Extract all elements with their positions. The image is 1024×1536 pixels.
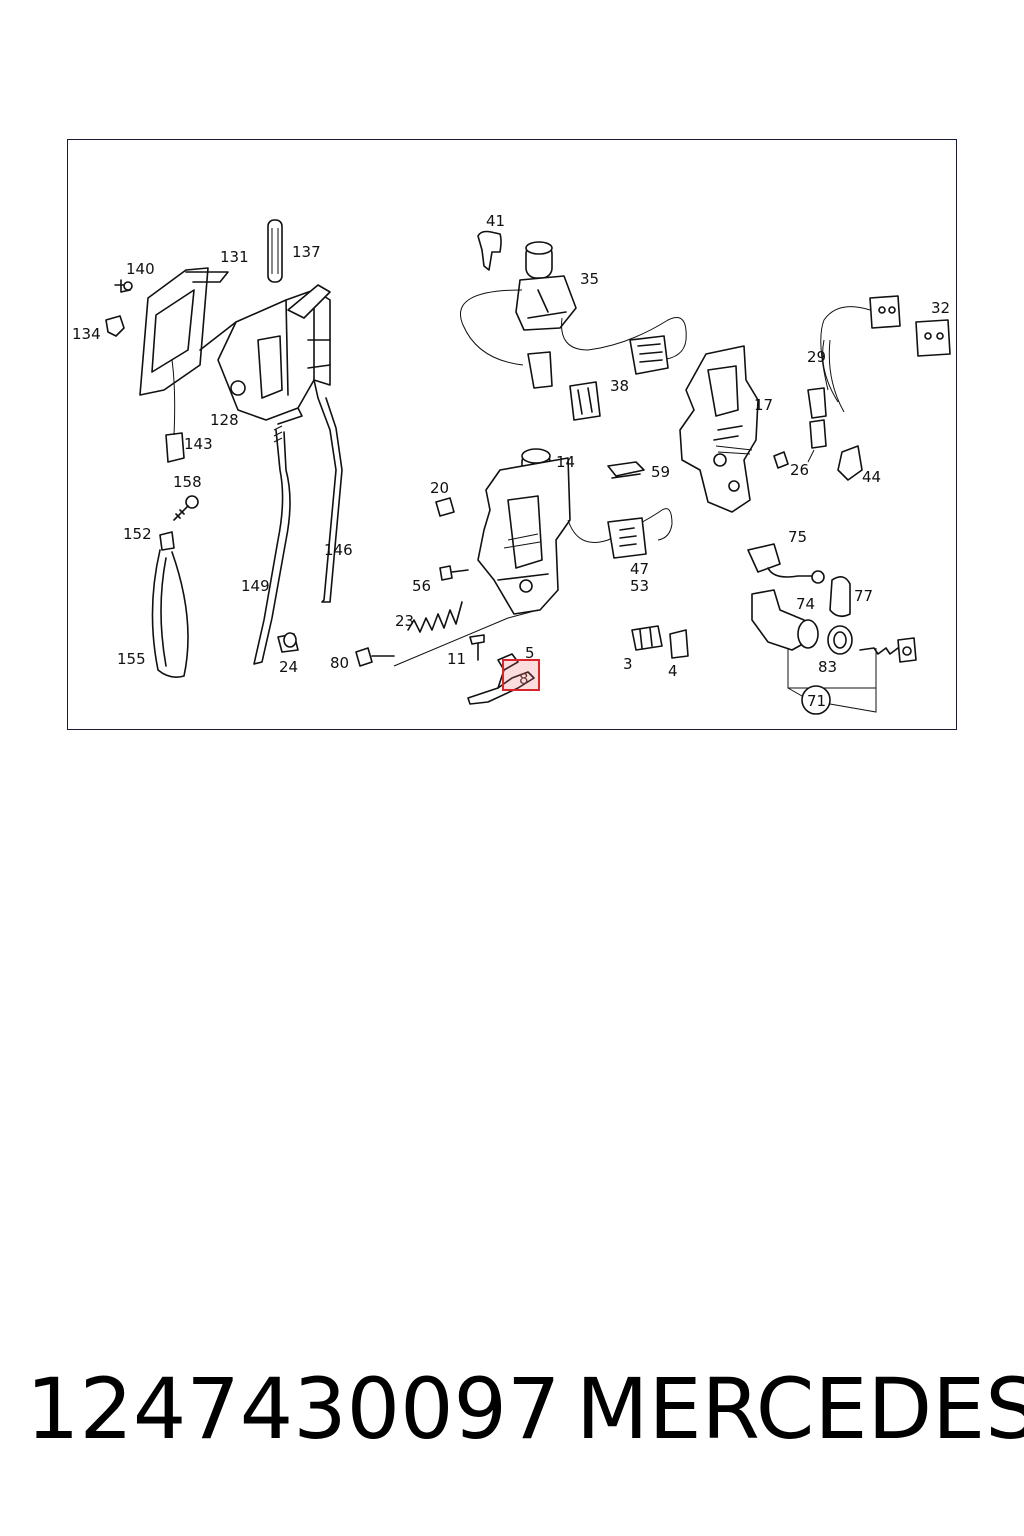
callout-128: 128	[210, 411, 239, 429]
lock-cylinder-set-71	[747, 543, 917, 715]
callout-77: 77	[854, 587, 873, 605]
callout-5: 5	[525, 644, 535, 662]
parts-diagram: 41 35 137 131 140 134 128 143 158 152 15…	[67, 139, 957, 730]
callout-labels: 41 35 137 131 140 134 128 143 158 152 15…	[72, 212, 950, 710]
part-number: 1247430097	[26, 1360, 561, 1458]
callout-44: 44	[862, 468, 881, 486]
callout-53: 53	[630, 577, 649, 595]
callout-71: 71	[807, 692, 826, 710]
callout-47: 47	[630, 560, 649, 578]
callout-38: 38	[610, 377, 629, 395]
small-parts-26-44	[773, 445, 863, 481]
callout-20: 20	[430, 479, 449, 497]
callout-146: 146	[324, 541, 353, 559]
callout-26: 26	[790, 461, 809, 479]
callout-17: 17	[754, 396, 773, 414]
callout-83: 83	[818, 658, 837, 676]
callout-56: 56	[412, 577, 431, 595]
exploded-view-drawing: 41 35 137 131 140 134 128 143 158 152 15…	[72, 212, 951, 715]
callout-149: 149	[241, 577, 270, 595]
door-lock-14	[355, 448, 689, 705]
callout-137: 137	[292, 243, 321, 261]
door-lock-17	[679, 345, 759, 513]
callout-74: 74	[796, 595, 815, 613]
callout-11: 11	[447, 650, 466, 668]
callout-35: 35	[580, 270, 599, 288]
callout-14: 14	[556, 453, 575, 471]
callout-3: 3	[623, 655, 633, 673]
callout-4: 4	[668, 662, 678, 680]
part-caption: 1247430097 MERCEDES	[0, 1360, 1024, 1470]
callout-143: 143	[184, 435, 213, 453]
callout-32: 32	[931, 299, 950, 317]
callout-140: 140	[126, 260, 155, 278]
callout-134: 134	[72, 325, 101, 343]
brand-name: MERCEDES	[576, 1360, 1024, 1458]
callout-152: 152	[123, 525, 152, 543]
callout-59: 59	[651, 463, 670, 481]
central-locking-actuator-35	[460, 230, 687, 421]
callout-24: 24	[279, 658, 298, 676]
inner-handle-assembly	[105, 219, 343, 678]
callout-155: 155	[117, 650, 146, 668]
callout-29: 29	[807, 348, 826, 366]
callout-158: 158	[173, 473, 202, 491]
callout-41: 41	[486, 212, 505, 230]
callout-23: 23	[395, 612, 414, 630]
callout-80: 80	[330, 654, 349, 672]
callout-75: 75	[788, 528, 807, 546]
callout-131: 131	[220, 248, 249, 266]
wiring-harness-29	[807, 295, 951, 463]
callout-8: 8	[519, 670, 529, 688]
